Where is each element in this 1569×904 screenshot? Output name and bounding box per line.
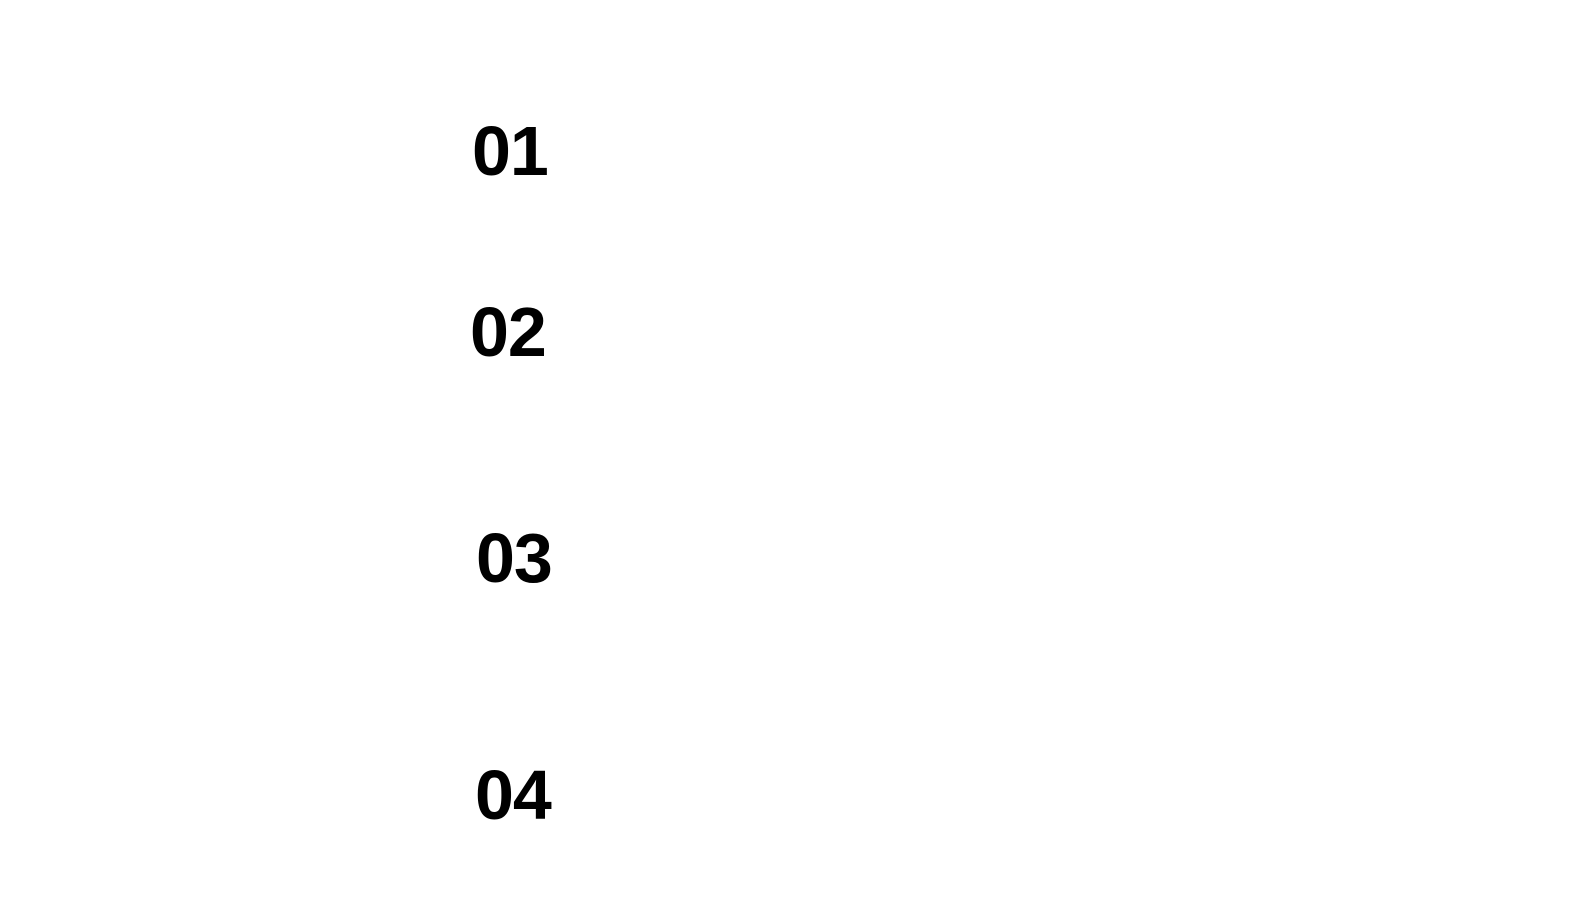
- step-number-03: 03: [476, 519, 553, 597]
- step-number-02: 02: [470, 293, 547, 371]
- step-number-01: 01: [472, 112, 549, 190]
- step-number-04: 04: [475, 756, 552, 834]
